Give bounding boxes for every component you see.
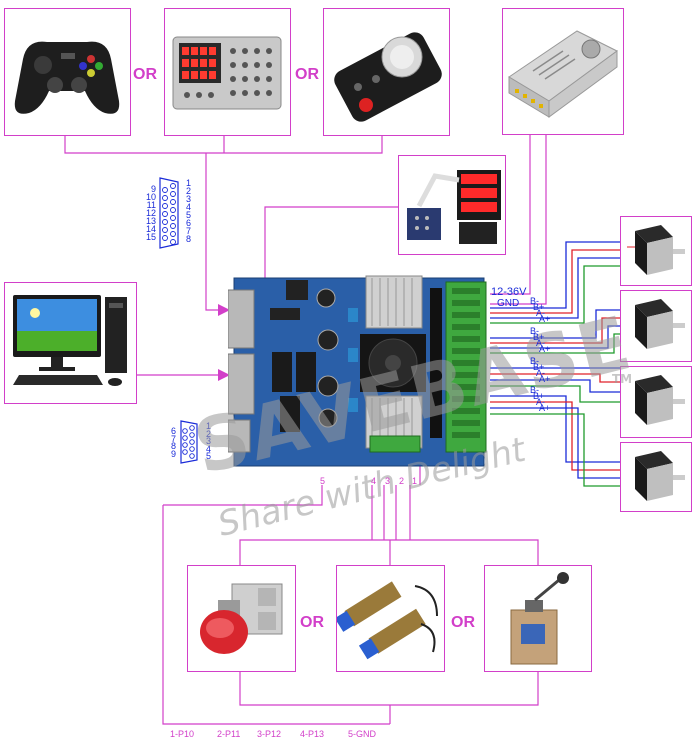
handwheel-box (323, 8, 450, 136)
db9-pin-label: 1 (206, 421, 212, 431)
proximity-sensor-icon (334, 581, 438, 660)
motor-pin-label: B+ (533, 391, 545, 401)
or-label: OR (451, 614, 475, 631)
motor-pin-label: A- (536, 338, 545, 348)
terminal-number-label: 2 (399, 476, 405, 486)
handwheel-mpg-icon (334, 32, 442, 122)
limit-input-label: 4-P13 (300, 729, 325, 739)
db15-pin-label: 11 (146, 200, 156, 210)
motor-pin-label: A+ (539, 344, 551, 354)
motor-pin-label: B- (530, 296, 539, 306)
arrow-right-icon (218, 369, 230, 381)
motor-pin-label: B+ (533, 332, 545, 342)
emergency-stop-box (187, 565, 296, 672)
stepper-motor-y (620, 290, 692, 362)
led-display-module-icon (407, 170, 501, 244)
terminal-number-label: 4 (371, 476, 377, 486)
db9-pin-label: 5 (206, 451, 212, 461)
terminal-number-label: 5 (320, 476, 326, 486)
db9-pin-label: 9 (170, 448, 176, 459)
db15-pin-label: 2 (186, 186, 192, 196)
motor-pin-label: A- (536, 397, 545, 407)
pc-box (4, 282, 137, 404)
stepper-driver-board (227, 268, 490, 468)
db15-pin-label: 13 (145, 216, 156, 226)
db9-pin-label: 2 (206, 428, 212, 439)
power-supply-box (502, 8, 624, 135)
db15-pin-label: 8 (186, 234, 192, 244)
db15-pin-label: 14 (145, 224, 156, 234)
db15-pin-label: 1 (186, 178, 192, 188)
stepper-motor-icon (635, 451, 685, 501)
watermark-tm: TM (612, 372, 633, 386)
gamepad-box (4, 8, 131, 136)
led-display-box (398, 155, 506, 255)
db15-pin-label: 15 (145, 232, 156, 242)
power-voltage-label: 12-36V (491, 286, 527, 298)
stepper-motor-z (620, 366, 692, 438)
db15-pin-label: 6 (186, 218, 192, 228)
motor-pin-label: B- (530, 385, 539, 395)
desktop-computer-icon (13, 295, 127, 386)
motor-pin-label: B+ (533, 302, 545, 312)
db15-pin-label: 4 (186, 202, 192, 212)
power-gnd-label: GND (497, 298, 520, 309)
motor-pin-label: B- (530, 326, 539, 336)
pendant-keypad-box (164, 8, 291, 136)
emergency-stop-icon (200, 583, 283, 654)
stepper-motor-a (620, 442, 692, 512)
driver-board-icon (227, 275, 487, 467)
motor-pin-label: A- (536, 308, 545, 318)
limit-input-label: 2-P11 (217, 729, 241, 739)
limit-input-label: 1-P10 (170, 729, 195, 739)
db15-pin-label: 12 (145, 208, 156, 218)
limit-input-label: 5-GND (348, 729, 377, 739)
db15-pin-label: 7 (186, 226, 192, 236)
db9-pin-label: 7 (170, 433, 176, 444)
db15-pin-label: 10 (145, 192, 156, 202)
keypad-pendant-icon (172, 36, 282, 110)
stepper-motor-x (620, 216, 692, 286)
db15-pin-label: 9 (150, 184, 156, 194)
gamepad-icon (14, 41, 120, 114)
limit-switch-icon (510, 572, 569, 665)
or-label: OR (133, 66, 157, 83)
db9-pin-label: 4 (206, 443, 212, 454)
limit-input-label: 3-P12 (257, 729, 282, 739)
or-label: OR (295, 66, 319, 83)
db9-pin-label: 6 (170, 426, 176, 436)
db15-connector-icon (159, 177, 179, 249)
limit-switch-box (484, 565, 592, 672)
stepper-motor-icon (635, 375, 685, 425)
power-supply-icon (508, 30, 618, 118)
db15-pin-label: 5 (186, 210, 192, 220)
motor-pin-label: B+ (533, 362, 545, 372)
db9-connector-icon (180, 420, 198, 464)
motor-pin-label: A+ (539, 374, 551, 384)
db9-pin-label: 3 (206, 436, 212, 446)
stepper-motor-icon (627, 225, 685, 275)
proximity-sensor-box (334, 565, 445, 672)
motor-pin-label: B- (530, 356, 539, 366)
motor-pin-label: A+ (539, 314, 551, 324)
arrow-right-icon (218, 304, 230, 316)
terminal-number-label: 3 (385, 476, 391, 486)
motor-pin-label: A- (536, 368, 545, 378)
db15-pin-label: 3 (186, 194, 192, 204)
motor-pin-label: A+ (539, 403, 551, 413)
stepper-motor-icon (635, 299, 685, 349)
or-label: OR (300, 614, 324, 631)
terminal-number-label: 1 (412, 476, 418, 486)
db9-pin-label: 8 (170, 441, 176, 451)
